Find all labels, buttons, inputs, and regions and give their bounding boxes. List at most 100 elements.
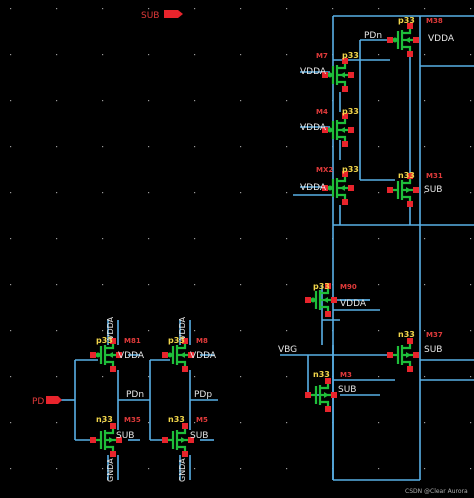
pin-square[interactable] [325,283,331,289]
device-instance-label: MX2 [316,166,333,174]
grid-dot [470,8,472,10]
pin-square[interactable] [322,127,328,133]
grid-dot [148,192,150,194]
pin-square[interactable] [325,311,331,317]
grid-dot [194,330,196,332]
grid-dot [378,376,380,378]
pin-square[interactable] [90,437,96,443]
grid-dot [424,330,426,332]
vert-vdda-1: VDDA [106,316,115,340]
pin-square[interactable] [188,437,194,443]
port-pd[interactable]: PD [32,396,62,407]
grid-dot [240,468,242,470]
pin-square[interactable] [387,352,393,358]
grid-dot [102,376,104,378]
pin-square[interactable] [110,451,116,457]
pin-square[interactable] [413,352,419,358]
pin-square[interactable] [116,437,122,443]
pin-square[interactable] [182,366,188,372]
grid-dot [194,376,196,378]
pin-square[interactable] [325,378,331,384]
pin-square[interactable] [342,113,348,119]
pin-square[interactable] [116,352,122,358]
pin-square[interactable] [413,187,419,193]
pin-square[interactable] [342,86,348,92]
pin-square[interactable] [407,23,413,29]
pin-square[interactable] [162,352,168,358]
pin-square[interactable] [342,199,348,205]
pin-square[interactable] [110,423,116,429]
pin-square[interactable] [110,338,116,344]
pin-square[interactable] [387,37,393,43]
pin-square[interactable] [342,58,348,64]
pin-square[interactable] [348,72,354,78]
pin-square[interactable] [342,141,348,147]
pin-square[interactable] [90,352,96,358]
grid-dot [424,8,426,10]
pin-square[interactable] [182,451,188,457]
port-pd-label: PD [32,397,44,407]
grid-dot [470,100,472,102]
pin-square[interactable] [407,173,413,179]
grid-dot [102,284,104,286]
grid-dot [378,100,380,102]
grid-dot [286,8,288,10]
grid-dot [10,192,12,194]
pin-square[interactable] [331,297,337,303]
pin-square[interactable] [305,392,311,398]
grid-dot [240,192,242,194]
pin-square[interactable] [322,72,328,78]
pin-square[interactable] [348,185,354,191]
pin-square[interactable] [331,392,337,398]
pin-square[interactable] [182,423,188,429]
device-instance-label: M81 [124,337,141,345]
pin-square[interactable] [348,127,354,133]
pin-square[interactable] [407,201,413,207]
net-pdp: PDp [194,390,212,400]
pin-square[interactable] [387,187,393,193]
pin-sub-m3: SUB [338,385,356,395]
pin-square[interactable] [407,338,413,344]
grid-dot [470,146,472,148]
pin-square[interactable] [188,352,194,358]
pin-square[interactable] [407,366,413,372]
grid-dot [194,468,196,470]
pin-square[interactable] [325,406,331,412]
grid-dot [240,422,242,424]
pin-square[interactable] [342,171,348,177]
pmos-arrow [405,37,410,43]
pin-square[interactable] [162,437,168,443]
port-sub[interactable]: SUB [141,10,183,21]
pin-square[interactable] [322,185,328,191]
grid-dot [470,468,472,470]
pin-square[interactable] [305,297,311,303]
grid-dot [378,146,380,148]
pin-vdda-m38: VDDA [428,34,455,44]
pin-square[interactable] [182,338,188,344]
grid-dot [10,8,12,10]
grid-dot [286,468,288,470]
pin-square[interactable] [110,366,116,372]
pmos-arrow [340,185,345,191]
grid-dot [470,238,472,240]
pin-square[interactable] [413,37,419,43]
grid-dot [148,284,150,286]
grid-dot [424,146,426,148]
port-sub-label: SUB [141,11,159,21]
pin-square[interactable] [407,51,413,57]
grid-dot [102,238,104,240]
